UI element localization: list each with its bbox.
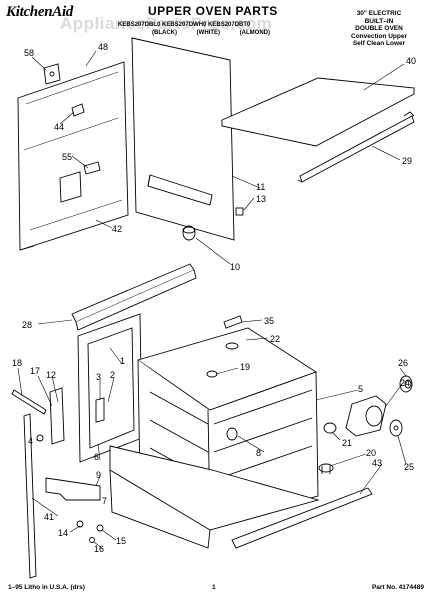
part-front-frame: [77, 313, 143, 463]
desc-line: Self Clean Lower: [352, 40, 406, 47]
part-small-bracket: [43, 63, 61, 85]
callout-18: 18: [12, 358, 22, 368]
part-trim-strip: [23, 413, 37, 579]
callout-14: 14: [58, 528, 68, 538]
part-bottom-strip: [231, 487, 373, 549]
callout-3: 3: [96, 372, 101, 382]
part-leveling-leg: [318, 463, 334, 474]
callout-19: 19: [240, 362, 250, 372]
part-light-socket: [206, 370, 218, 378]
part-top-panel: [220, 77, 416, 147]
model-numbers: KEBS207DBL0 KEBS207DWH0 KEBS207DBT0: [118, 22, 251, 28]
part-mount-bracket: [95, 397, 105, 423]
callout-7: 7: [102, 496, 107, 506]
callout-26: 26: [398, 358, 408, 368]
callout-35: 35: [264, 316, 274, 326]
callout-48: 48: [98, 42, 108, 52]
callout-40: 40: [406, 56, 416, 66]
part-bumper: [182, 225, 196, 241]
callout-44: 44: [54, 122, 64, 132]
callout-11: 11: [256, 182, 265, 192]
footer-litho: 1–95 Litho in U.S.A. (drs): [8, 584, 85, 591]
model-colors: (BLACK) (WHITE) (ALMOND): [152, 30, 270, 36]
footer-page-number: 1: [212, 584, 216, 591]
footer-part-number: Part No. 4174489: [371, 584, 424, 591]
callout-4: 4: [28, 436, 33, 446]
part-screw: [36, 434, 44, 442]
leader-lines: [17, 50, 407, 549]
part-top-rail: [71, 263, 197, 331]
part-bolt: [89, 537, 95, 543]
callout-9: 9: [96, 470, 101, 480]
callout-43: 43: [372, 458, 382, 468]
callout-8: 8: [256, 448, 261, 458]
part-side-rail: [297, 111, 415, 183]
part-side-panel: [131, 37, 235, 241]
desc-line: Convection Upper: [351, 32, 407, 40]
part-fastener: [235, 207, 244, 216]
part-convection-element: [226, 427, 238, 441]
callout-17: 17: [30, 366, 40, 376]
callout-29: 29: [402, 156, 412, 166]
callout-15: 15: [116, 536, 126, 546]
part-oven-bottom: [109, 445, 320, 549]
part-fan-blade: [389, 419, 403, 437]
callout-5: 5: [358, 384, 363, 394]
desc-line: DOUBLE OVEN: [355, 25, 403, 32]
callout-55: 55: [62, 152, 72, 162]
callout-21: 21: [342, 438, 352, 448]
callout-58: 58: [24, 48, 34, 58]
callout-10: 10: [230, 262, 240, 272]
desc-line: BUILT–IN: [364, 17, 394, 25]
color-black: (BLACK): [152, 30, 177, 36]
callout-24: 24: [400, 378, 410, 388]
part-clip: [71, 103, 85, 117]
brand-logo: KitchenAid: [6, 4, 74, 20]
callout-25: 25: [404, 462, 414, 472]
part-rear-panel: [17, 61, 129, 251]
callout-13: 13: [256, 194, 266, 204]
callout-16: 16: [94, 544, 104, 554]
part-bracket: [83, 161, 101, 175]
part-fan-motor: [345, 395, 387, 437]
part-rod: [11, 389, 47, 415]
callout-6: 6: [94, 452, 99, 462]
callout-1: 1: [120, 356, 125, 366]
part-insulator: [323, 422, 337, 434]
callout-42: 42: [112, 224, 122, 234]
callout-41: 41: [44, 512, 54, 522]
callout-2: 2: [110, 370, 115, 380]
part-hinge: [49, 387, 65, 445]
watermark: AppliancePartsPros.com: [60, 14, 273, 33]
part-latch: [45, 477, 101, 501]
product-description: 30" ELECTRIC BUILT–IN DOUBLE OVEN Convec…: [334, 10, 424, 48]
part-nut: [96, 524, 104, 532]
callout-labels: 58 48 40 44 55 29 11 13 42 10 28 35 22 1…: [12, 42, 416, 554]
part-cavity-bracket: [223, 315, 243, 329]
desc-line: 30" ELECTRIC: [356, 10, 402, 17]
callout-20: 20: [366, 448, 376, 458]
callout-12: 12: [46, 370, 56, 380]
part-washer: [76, 520, 84, 528]
callout-22: 22: [270, 334, 280, 344]
page-title: UPPER OVEN PARTS: [148, 4, 278, 18]
color-almond: (ALMOND): [239, 30, 270, 36]
color-white: (WHITE): [196, 30, 220, 36]
callout-28: 28: [22, 320, 32, 330]
